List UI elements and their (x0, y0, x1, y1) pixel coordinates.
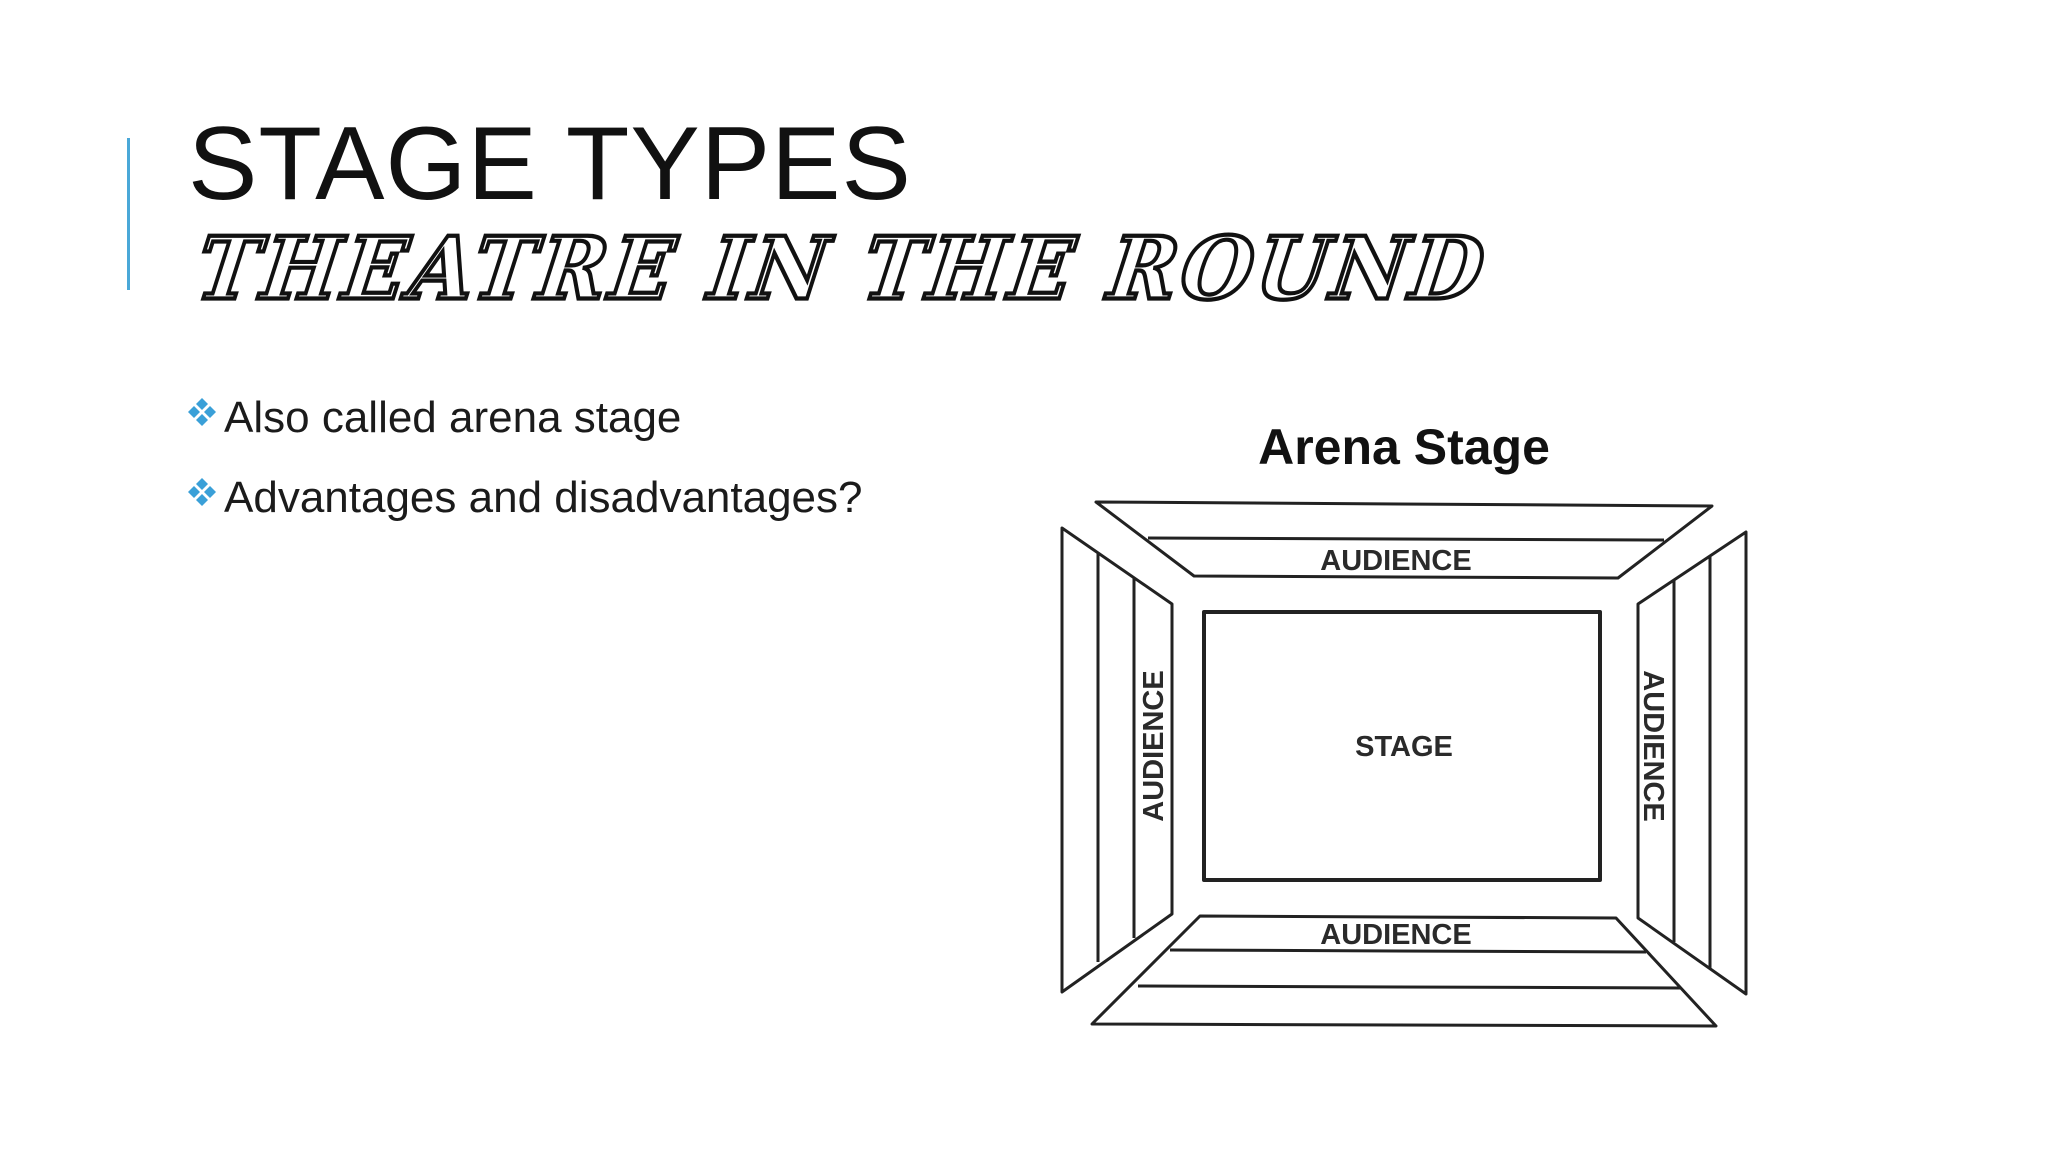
audience-right-label: AUDIENCE (1637, 670, 1669, 821)
slide-title: STAGE TYPES (188, 106, 912, 222)
audience-bottom-block (1090, 914, 1718, 1028)
audience-bottom-row (1169, 948, 1647, 954)
audience-bottom-row (1137, 984, 1681, 990)
arena-stage-diagram: Arena Stage AUDIENCE AUDIENCE STAGE AUDI… (1060, 419, 1748, 1028)
four-diamond-icon (188, 398, 216, 426)
bullet-text: Advantages and disadvantages? (224, 473, 863, 522)
audience-left-label: AUDIENCE (1138, 670, 1170, 821)
audience-top-label: AUDIENCE (1320, 545, 1471, 577)
bullet-text: Also called arena stage (224, 393, 682, 442)
stage-rect (1202, 610, 1602, 882)
title-accent-line (127, 138, 130, 290)
diagram-title: Arena Stage (1258, 419, 1550, 475)
four-diamond-icon (188, 478, 216, 506)
audience-bottom-label: AUDIENCE (1320, 919, 1471, 951)
bullet-list: Also called arena stage Advantages and d… (184, 388, 863, 548)
bullet-item: Advantages and disadvantages? (184, 468, 863, 528)
audience-top-row (1147, 536, 1665, 542)
bullet-item: Also called arena stage (184, 388, 863, 448)
slide-subtitle: THEATRE IN THE ROUND (189, 217, 1495, 322)
stage-label: STAGE (1355, 731, 1453, 763)
audience-top-block (1094, 500, 1714, 580)
